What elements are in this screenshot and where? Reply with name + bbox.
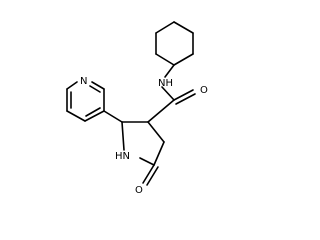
bond: [66, 110, 86, 122]
bond: [155, 53, 175, 66]
bond: [91, 81, 105, 90]
bond: [153, 141, 165, 166]
bond: [147, 121, 165, 143]
structure-diagram: NH O N HN O: [66, 21, 208, 196]
bond: [85, 107, 101, 117]
bond: [147, 99, 175, 123]
molecule-canvas: NH O N HN O: [66, 21, 208, 196]
bond: [155, 21, 175, 34]
bond: [161, 86, 175, 101]
bond: [89, 85, 101, 93]
bond: [146, 166, 159, 186]
bond: [164, 64, 175, 78]
bond: [173, 53, 194, 66]
bond: [121, 121, 125, 151]
bond: [173, 89, 194, 101]
bond: [66, 81, 78, 90]
bond: [173, 21, 194, 34]
amide-nh-label: NH: [158, 78, 173, 89]
cyclohexyl-ring: [155, 21, 194, 66]
lactam-oxygen-label: O: [135, 185, 143, 196]
bond: [139, 157, 155, 166]
bond: [142, 164, 155, 184]
amide-oxygen-label: O: [200, 85, 208, 96]
bond: [103, 110, 123, 123]
ring-nh-label: HN: [115, 151, 130, 162]
bond: [84, 110, 105, 122]
bond: [175, 93, 196, 105]
pyridine-nitrogen-label: N: [80, 76, 87, 87]
pyrrolidinone-ring: [121, 121, 165, 166]
pyridine-ring: [66, 81, 105, 122]
